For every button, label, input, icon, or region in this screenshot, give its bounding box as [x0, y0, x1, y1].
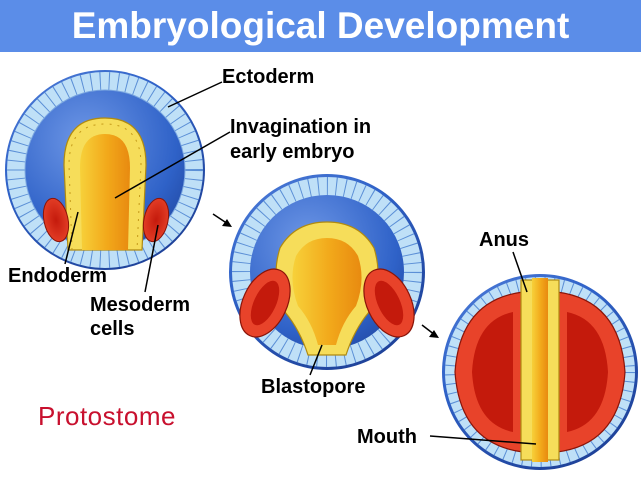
embryo-gastrula-archenteron [292, 238, 362, 345]
label-invagination-line2: early embryo [230, 141, 355, 163]
embryo-early-mesoderm-left [42, 197, 70, 243]
embryo-early-archenteron [80, 134, 130, 250]
label-invagination-line1: Invagination in [230, 116, 371, 138]
label-blastopore: Blastopore [261, 376, 365, 398]
leader-lines [64, 81, 537, 445]
embryo-early [5, 70, 205, 270]
embryo-early-ectoderm-cells [7, 72, 203, 268]
label-mouth: Mouth [357, 426, 417, 448]
embryo-gastrula [229, 174, 425, 370]
diagram-title: Embryological Development [71, 5, 570, 46]
label-mesoderm-line2: cells [90, 318, 134, 340]
label-mesoderm-line1: Mesoderm [90, 294, 190, 316]
stage-arrows [212, 213, 439, 338]
embryo-gut-tube [532, 278, 548, 462]
arrow-head-1 [222, 219, 232, 227]
title-bar [0, 0, 641, 52]
embryo-early-mesoderm-right [142, 197, 170, 243]
label-endoderm: Endoderm [8, 265, 107, 287]
arrow-head-2 [429, 330, 439, 338]
caption-protostome: Protostome [38, 401, 176, 431]
embryo-gut [442, 274, 638, 470]
label-ectoderm: Ectoderm [222, 66, 314, 88]
label-anus: Anus [479, 229, 529, 251]
